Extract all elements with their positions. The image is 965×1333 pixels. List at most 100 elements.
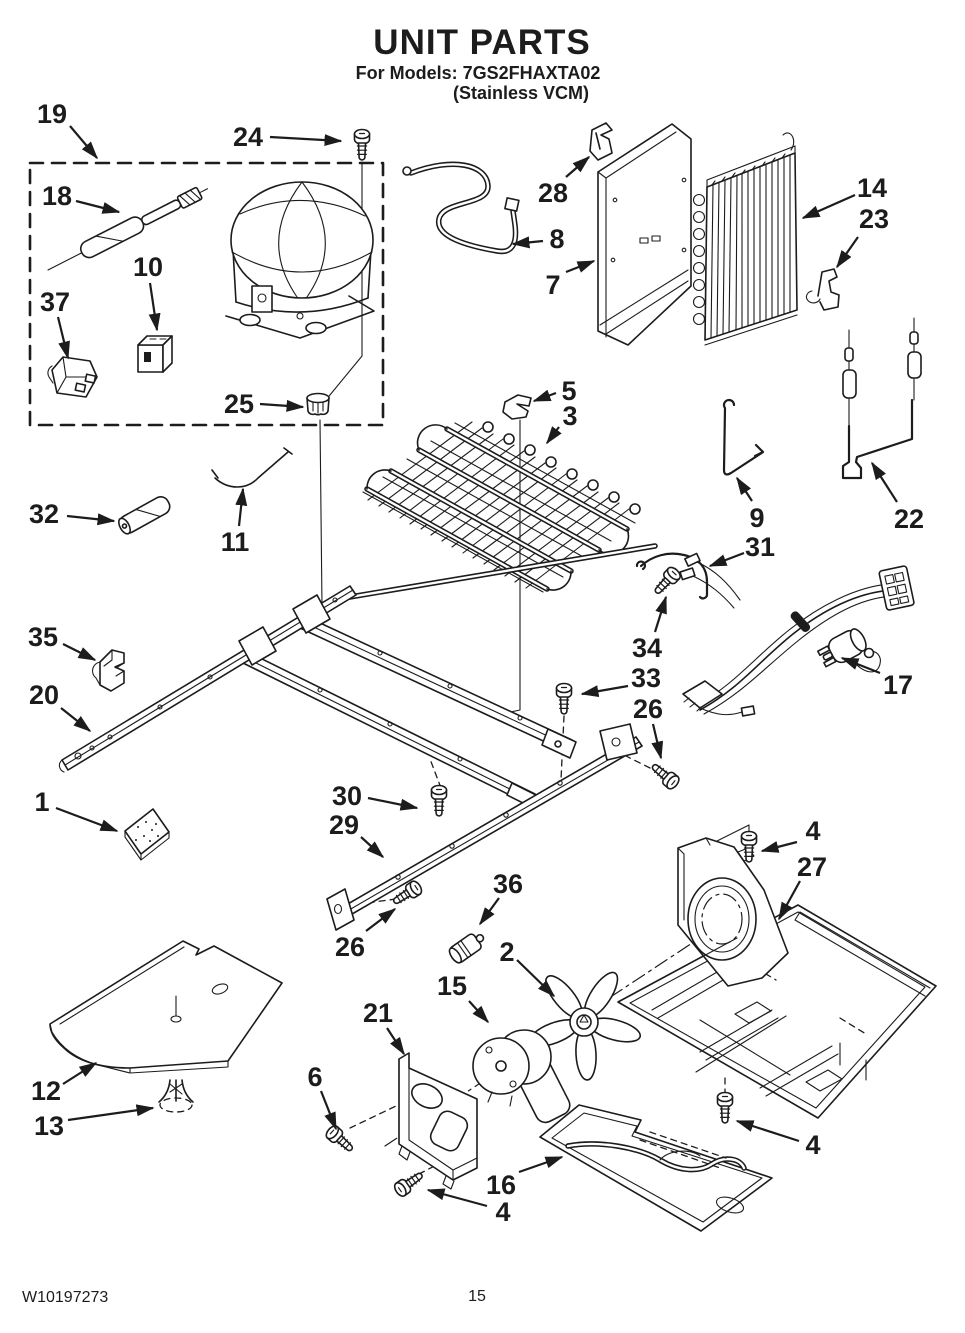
screw-34 [649,564,684,599]
part-number-11-wire: 11 [221,527,250,557]
part-number-12-unit-cover: 12 [31,1076,61,1106]
page-number: 15 [468,1288,486,1305]
leader-arrow-screw [580,684,629,698]
screw-4-right [716,1091,734,1124]
compressor-drawing [225,181,375,339]
page-title: UNIT PARTS [373,23,590,62]
leader-arrow-pad [55,806,119,833]
screw-24 [353,128,371,161]
part-number-35-clip: 35 [28,622,58,652]
leader-arrow-partition-panel [565,259,596,274]
clip-5-drawing [502,394,532,420]
leader-arrow-clip [565,156,591,178]
finish-line: (Stainless VCM) [453,83,589,103]
clip-23-drawing [805,268,840,311]
part-number-21-motor-bracket: 21 [363,998,393,1028]
leader-arrow-unit-cover [62,1062,98,1085]
part-number-27-base-pan: 27 [797,852,827,882]
part-number-30-screw: 30 [332,781,362,811]
overload-drawing [47,356,98,398]
leader-arrow-wire [235,487,248,527]
screw-4-bottom [391,1167,427,1199]
part-number-29-support-rail: 29 [329,810,359,840]
part-number-15-fan-motor: 15 [437,971,467,1001]
capacitor-drawing [448,933,485,964]
models-line: For Models: 7GS2FHAXTA02 [356,63,601,83]
screw-33 [555,682,573,715]
grommet-13-drawing [158,1079,194,1113]
leader-arrow-motor-bracket [386,1027,405,1056]
screw-30 [430,784,448,817]
part-number-22-accumulator-bracket: 22 [894,504,924,534]
base-pan-drawing [617,837,937,1119]
part-number-18-drier-heater: 18 [42,181,72,211]
part-number-26-screw: 26 [335,932,365,962]
part-number-28-clip: 28 [538,178,568,208]
wire-drawing [211,447,293,488]
leader-arrow-overload-relay [56,316,70,360]
part-number-36-capacitor: 36 [493,869,523,899]
screw-26-right [647,759,683,792]
leader-arrow-clip [836,236,859,269]
partition-panel-drawing [597,123,692,346]
leader-arrow-wiring-harness [840,656,881,675]
leader-arrow-fan-blade [516,959,556,998]
pad-drawing [124,808,170,861]
wire-hook-drawing [722,398,765,476]
part-number-10-relay: 10 [133,252,163,282]
part-number-16-drain-pan: 16 [486,1170,516,1200]
condenser-drawing [692,132,798,346]
leader-arrow-capacitor [479,897,500,926]
leader-arrow-frame-rail [60,707,92,732]
support-rail-drawing [326,723,643,931]
part-number-3-evaporator: 3 [562,401,577,431]
fan-motor-drawing [472,1029,571,1124]
part-number-17-wiring-harness: 17 [883,670,913,700]
part-number-6-screw: 6 [307,1062,322,1092]
leader-arrow-clip [62,643,97,661]
leader-arrow-screw [319,1090,338,1131]
leader-arrow-screw [365,908,397,932]
part-number-14-condenser: 14 [857,173,887,203]
drain-pan-drawing [539,1104,773,1232]
clip-35-drawing [92,649,125,692]
frame-rails-drawing [58,585,577,809]
fan-blade-drawing [528,971,642,1081]
part-number-9-wire-hook: 9 [749,503,764,533]
leader-arrow-accumulator-bracket [871,461,898,503]
part-number-4-screw: 4 [805,816,820,846]
grommet-drawing [306,392,330,416]
condenser-tube-drawing [402,161,520,255]
part-number-26-screw: 26 [633,694,663,724]
leader-arrow-fan-motor [468,1000,490,1024]
leader-arrow-screw [653,595,668,633]
part-number-1-pad: 1 [34,787,49,817]
leader-arrow-evaporator [546,426,562,445]
leader-arrow-roller [66,513,116,526]
part-number-33-screw: 33 [631,663,661,693]
part-number-23-clip: 23 [859,204,889,234]
part-number-8-condenser-tube: 8 [549,224,564,254]
leader-arrow-clip [532,389,557,403]
roller-drawing [118,496,171,535]
leader-arrow-grommet [259,399,305,412]
part-number-32-roller: 32 [29,499,59,529]
leader-arrow-screw [367,796,419,811]
part-number-7-partition-panel: 7 [545,270,560,300]
leader-arrow-wire-clip [708,551,745,568]
part-number-4-screw: 4 [495,1197,510,1227]
unit-cover-drawing [49,940,283,1074]
line-art [28,122,937,1232]
leader-arrow-grommet [67,1104,155,1122]
leader-arrow-base-pan [778,880,801,921]
part-number-20-frame-rail: 20 [29,680,59,710]
screw-6 [323,1122,358,1157]
part-number-34-screw: 34 [632,633,662,663]
part-number-5-clip: 5 [561,376,576,406]
evaporator-drawing [335,421,658,602]
document-number: W10197273 [22,1289,108,1306]
leader-arrow-relay [148,282,161,332]
